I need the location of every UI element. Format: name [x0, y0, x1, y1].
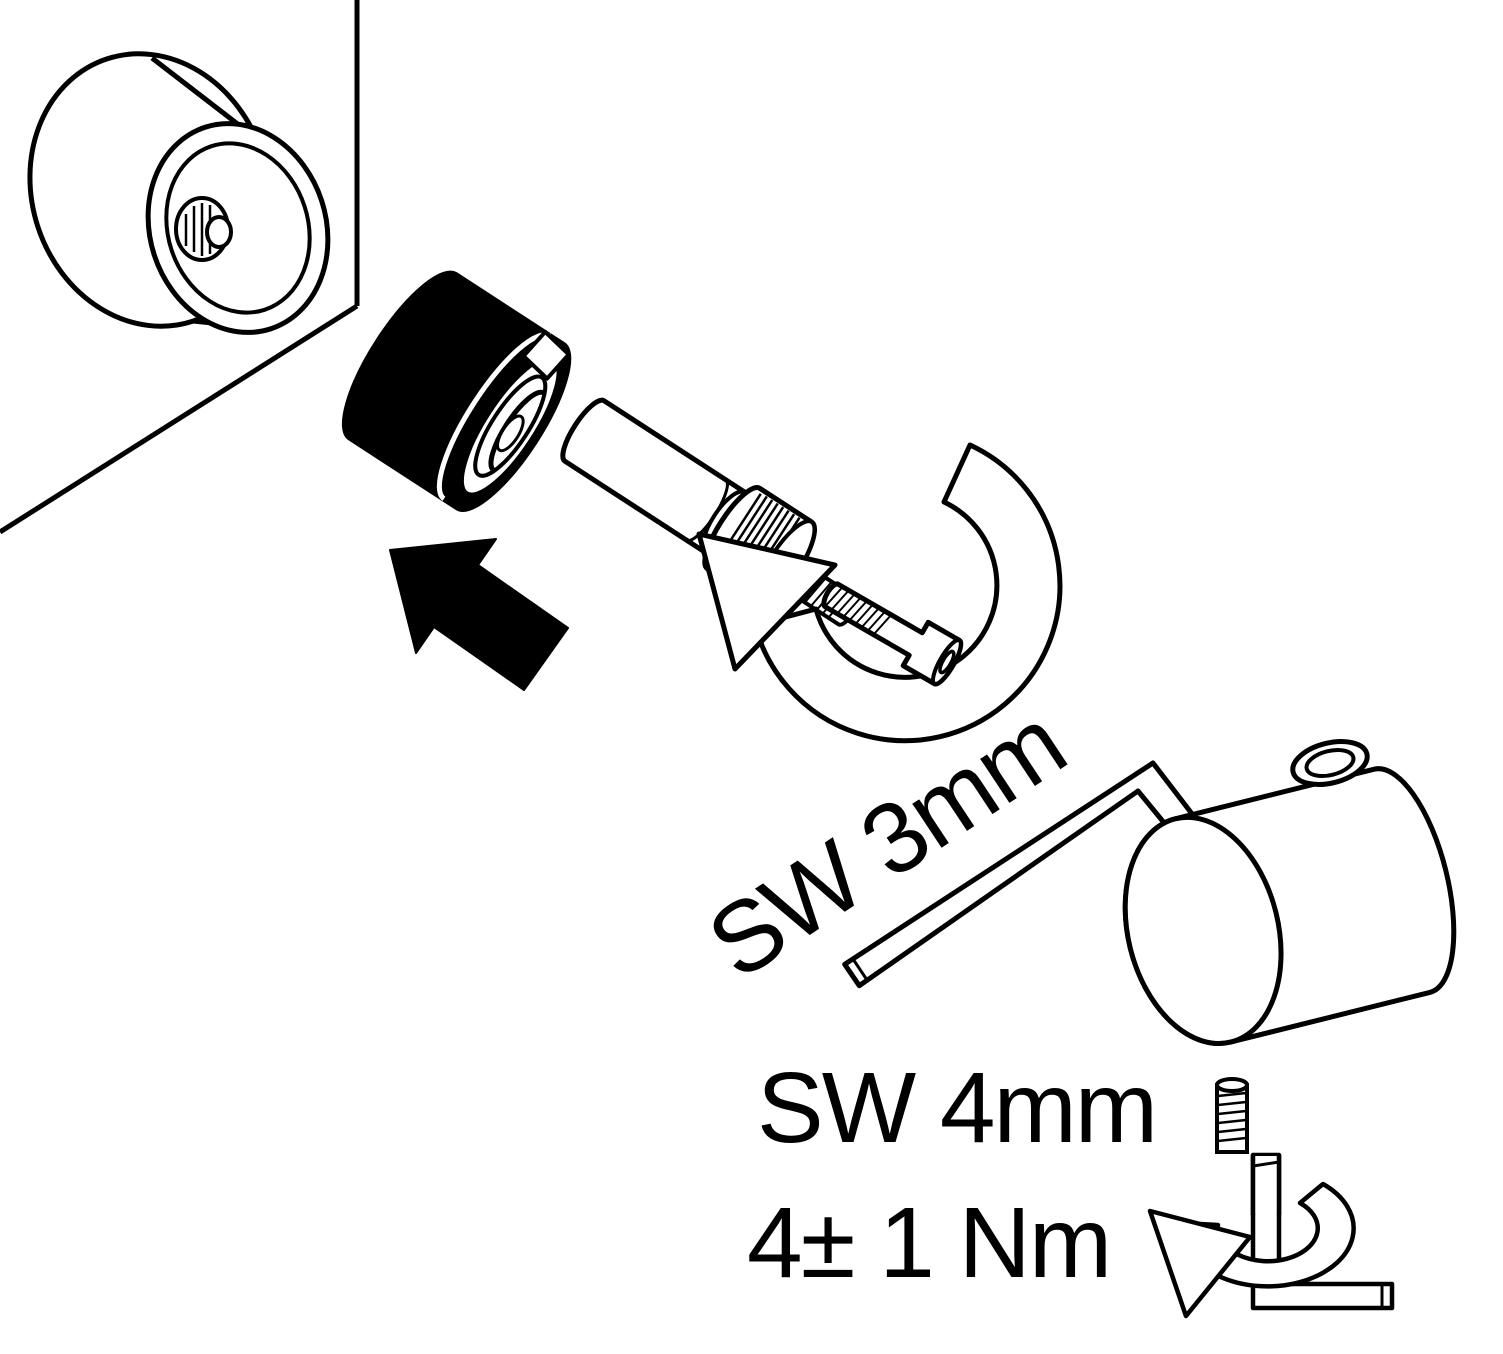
fixing-screw [821, 581, 964, 687]
rotation-arrowhead-icon [696, 531, 838, 672]
splined-shaft-icon [174, 196, 233, 262]
rotation-arrow-icon [752, 442, 1063, 744]
set-screw-hole-icon [1290, 739, 1370, 787]
tightening-rotation-arrow-icon [1147, 1181, 1356, 1319]
wall-mounted-handle [27, 51, 331, 335]
handle-sleeve [341, 270, 572, 512]
hex-key-shaft-overlay [1250, 1155, 1282, 1215]
torque-label: 4± 1 Nm [747, 1187, 1110, 1299]
wrench-size-label: SW 4mm [757, 1052, 1156, 1164]
insertion-arrow-icon [389, 538, 569, 691]
wall-corner [0, 0, 360, 535]
handle-knob [1122, 766, 1457, 1046]
grub-screw [1215, 1077, 1249, 1154]
hex-socket-icon [938, 649, 956, 675]
